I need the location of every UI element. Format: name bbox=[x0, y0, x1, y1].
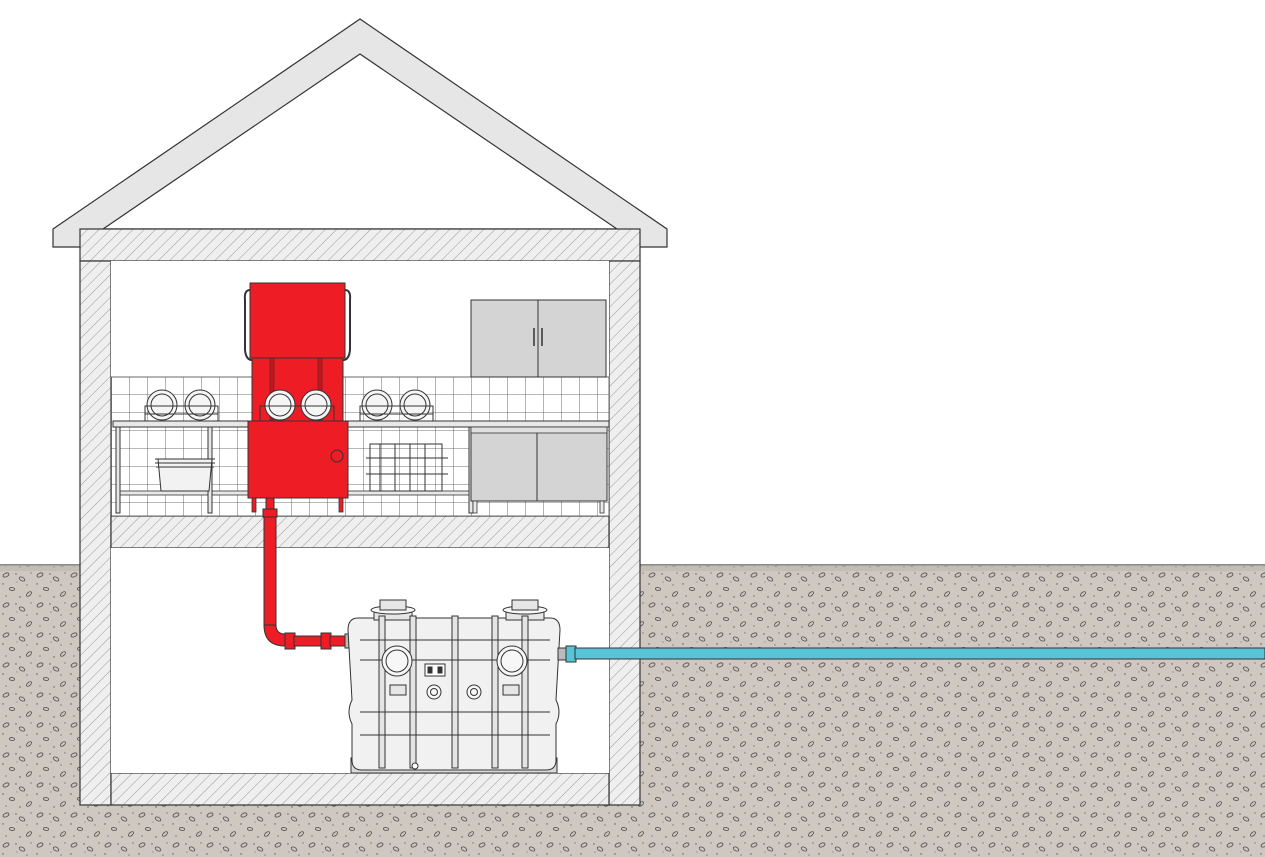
separator-tank bbox=[347, 599, 561, 774]
base-cabinet bbox=[470, 426, 608, 514]
dishwasher bbox=[243, 282, 352, 513]
outlet-pipe bbox=[557, 645, 1265, 663]
rack-stack bbox=[366, 443, 448, 492]
pan-stack bbox=[155, 458, 215, 492]
plate-rack-right bbox=[359, 389, 434, 422]
wall-cabinet bbox=[470, 299, 607, 378]
plate-rack-left bbox=[144, 389, 219, 422]
drain-pipe bbox=[262, 497, 352, 650]
roof bbox=[52, 18, 668, 248]
worktop bbox=[112, 420, 610, 428]
